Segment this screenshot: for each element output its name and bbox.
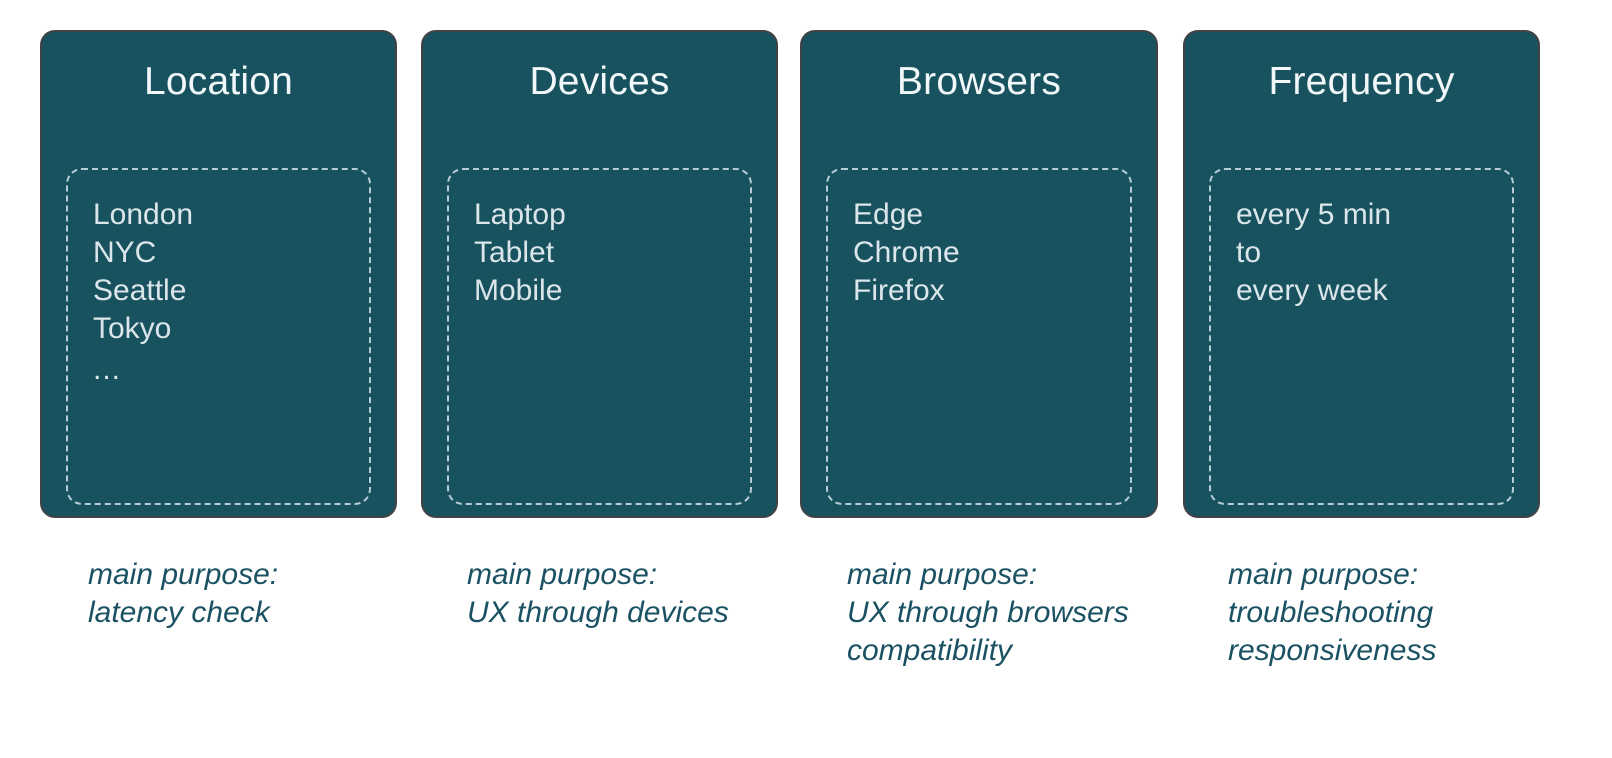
card-frequency[interactable]: Frequency every 5 min to every week: [1183, 30, 1540, 518]
card-browsers[interactable]: Browsers Edge Chrome Firefox: [800, 30, 1158, 518]
caption-line: main purpose:: [88, 558, 279, 591]
column-frequency: Frequency every 5 min to every week main…: [1183, 0, 1540, 758]
card-location[interactable]: Location London NYC Seattle Tokyo ...: [40, 30, 397, 518]
list-item: Tablet: [474, 236, 555, 269]
list-item: Mobile: [474, 274, 563, 307]
dashed-box-location: London NYC Seattle Tokyo ...: [66, 168, 371, 505]
column-location: Location London NYC Seattle Tokyo ... ma…: [40, 0, 397, 758]
card-devices[interactable]: Devices Laptop Tablet Mobile: [421, 30, 778, 518]
card-title-location: Location: [143, 60, 294, 103]
card-title-devices: Devices: [529, 60, 670, 103]
column-browsers: Browsers Edge Chrome Firefox main purpos…: [800, 0, 1158, 758]
caption-browsers: main purpose: UX through browsers compat…: [847, 556, 1129, 670]
caption-line: compatibility: [847, 634, 1013, 667]
dashed-box-browsers: Edge Chrome Firefox: [826, 168, 1132, 505]
caption-line: UX through browsers: [847, 596, 1129, 629]
list-item: to: [1236, 236, 1262, 269]
item-list-location: London NYC Seattle Tokyo ...: [93, 196, 359, 392]
list-item: Edge: [853, 198, 924, 231]
item-list-devices: Laptop Tablet Mobile: [474, 196, 740, 310]
caption-line: main purpose:: [847, 558, 1038, 591]
list-item: Laptop: [474, 198, 566, 231]
list-item: London: [93, 198, 194, 231]
list-item: NYC: [93, 236, 157, 269]
dashed-box-devices: Laptop Tablet Mobile: [447, 168, 752, 505]
list-item: every 5 min: [1236, 198, 1392, 231]
caption-line: troubleshooting: [1228, 596, 1434, 629]
caption-location: main purpose: latency check: [88, 556, 278, 632]
caption-line: UX through devices: [467, 596, 729, 629]
card-title-browsers: Browsers: [896, 60, 1062, 103]
caption-line: main purpose:: [1228, 558, 1419, 591]
card-title-frequency: Frequency: [1268, 60, 1455, 103]
list-item: every week: [1236, 274, 1388, 307]
dashed-box-frequency: every 5 min to every week: [1209, 168, 1514, 505]
item-list-frequency: every 5 min to every week: [1236, 196, 1502, 310]
caption-line: latency check: [88, 596, 270, 629]
caption-devices: main purpose: UX through devices: [467, 556, 729, 632]
item-list-browsers: Edge Chrome Firefox: [853, 196, 1120, 310]
list-item: Tokyo: [93, 312, 172, 345]
list-item: Firefox: [853, 274, 945, 307]
list-item: Seattle: [93, 274, 187, 307]
list-item: Chrome: [853, 236, 960, 269]
list-item-ellipsis: ...: [93, 353, 122, 386]
caption-line: responsiveness: [1228, 634, 1437, 667]
column-devices: Devices Laptop Tablet Mobile main purpos…: [421, 0, 778, 758]
caption-frequency: main purpose: troubleshooting responsive…: [1228, 556, 1436, 670]
caption-line: main purpose:: [467, 558, 658, 591]
